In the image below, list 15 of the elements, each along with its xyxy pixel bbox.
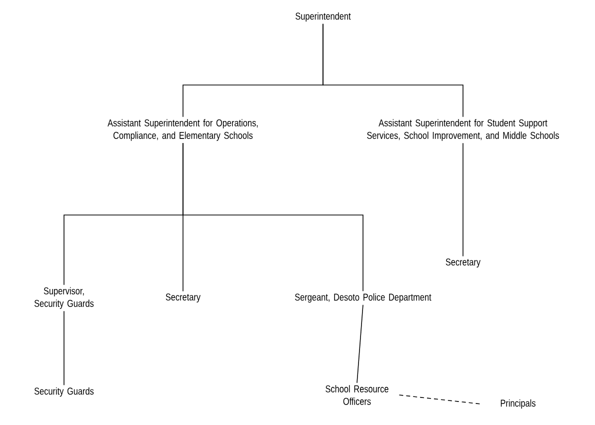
- org-title: Security Guards: [34, 387, 94, 397]
- connector-line: [356, 304, 364, 384]
- org-title: Supervisor, Security Guards: [34, 287, 94, 309]
- org-title: Superintendent: [296, 12, 351, 22]
- connector-line: [322, 23, 464, 118]
- org-title: Principals: [500, 399, 536, 409]
- connector-line: [462, 142, 464, 257]
- connector-line: [182, 142, 364, 292]
- org-title: Secretary: [446, 258, 481, 268]
- org-title: Assistant Superintendent for Student Support Services, School Improvement, and Middle Schools: [367, 119, 559, 141]
- org-title: School Resource Officers: [326, 385, 388, 405]
- org-title: Assistant Superintendent for Operations, Compliance, and Elementary Schools: [108, 119, 258, 141]
- connector-line: [398, 394, 482, 404]
- org-title: Sergeant, Desoto Police Department: [295, 293, 432, 303]
- org-title: Secretary: [166, 293, 201, 303]
